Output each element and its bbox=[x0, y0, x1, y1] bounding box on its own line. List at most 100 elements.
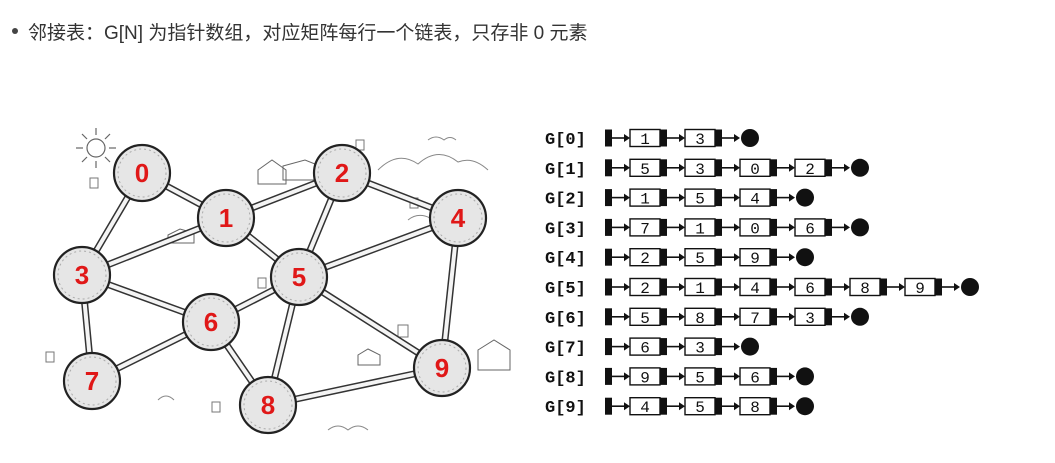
arrow-head-icon bbox=[679, 134, 685, 142]
list-node-value: 4 bbox=[640, 399, 650, 417]
arrow-head-icon bbox=[789, 283, 795, 291]
head-pointer-cell bbox=[605, 248, 612, 266]
list-node-value: 5 bbox=[695, 191, 705, 209]
arrow-head-icon bbox=[734, 402, 740, 411]
arrow-head-icon bbox=[734, 163, 740, 172]
next-pointer-cell bbox=[715, 278, 722, 296]
head-pointer-cell bbox=[605, 129, 612, 147]
next-pointer-cell bbox=[715, 308, 722, 326]
arrow-head-icon bbox=[734, 223, 740, 232]
graph-node: 6 bbox=[181, 292, 241, 352]
graph-node-texture bbox=[243, 380, 293, 430]
list-node-value: 9 bbox=[915, 280, 925, 298]
arrow-head-icon bbox=[734, 342, 740, 351]
graph-node-label: 1 bbox=[219, 203, 233, 233]
null-terminator-icon bbox=[851, 158, 869, 177]
arrow-head-icon bbox=[844, 223, 850, 232]
list-node-value: 1 bbox=[695, 280, 705, 298]
list-node-value: 6 bbox=[750, 369, 760, 387]
bullet-text: 邻接表：G[N] 为指针数组，对应矩阵每行一个链表，只存非 0 元素 bbox=[28, 22, 588, 44]
arrow-head-icon bbox=[789, 312, 795, 321]
next-pointer-cell bbox=[770, 218, 777, 236]
arrow-head-icon bbox=[679, 372, 685, 381]
graph-node-texture bbox=[67, 356, 117, 406]
row-label: G[8] bbox=[545, 369, 586, 388]
next-pointer-cell bbox=[715, 129, 722, 147]
arrow-head-icon bbox=[624, 134, 630, 142]
list-node-value: 3 bbox=[805, 310, 815, 328]
list-node-value: 4 bbox=[750, 191, 760, 209]
next-pointer-cell bbox=[715, 367, 722, 385]
arrow-head-icon bbox=[679, 312, 685, 321]
arrow-head-icon bbox=[679, 223, 685, 232]
list-node-value: 1 bbox=[640, 131, 650, 149]
arrow-head-icon bbox=[844, 283, 850, 291]
null-terminator-icon bbox=[741, 337, 759, 356]
arrow-head-icon bbox=[734, 193, 740, 202]
list-node-value: 2 bbox=[805, 161, 815, 179]
row-label: G[9] bbox=[545, 399, 586, 418]
arrow-head-icon bbox=[624, 342, 630, 351]
arrow-head-icon bbox=[734, 253, 740, 262]
arrow-head-icon bbox=[734, 134, 740, 142]
next-pointer-cell bbox=[715, 338, 722, 356]
list-node-value: 2 bbox=[640, 250, 650, 268]
row-label: G[6] bbox=[545, 310, 586, 329]
graph-node-circle bbox=[428, 188, 488, 248]
arrow-head-icon bbox=[789, 372, 795, 381]
arrow-head-icon bbox=[679, 163, 685, 172]
graph-node-texture bbox=[317, 148, 367, 198]
list-node-value: 4 bbox=[750, 280, 760, 298]
graph-node: 5 bbox=[269, 247, 329, 307]
graph-node-texture bbox=[417, 343, 467, 393]
next-pointer-cell bbox=[660, 397, 667, 415]
next-pointer-cell bbox=[770, 397, 777, 415]
next-pointer-cell bbox=[770, 308, 777, 326]
list-node-value: 3 bbox=[695, 161, 705, 179]
next-pointer-cell bbox=[660, 159, 667, 177]
next-pointer-cell bbox=[715, 189, 722, 207]
arrow-head-icon bbox=[844, 163, 850, 172]
arrow-head-icon bbox=[954, 283, 960, 291]
list-node-value: 1 bbox=[640, 191, 650, 209]
arrow-head-icon bbox=[679, 253, 685, 262]
null-terminator-icon bbox=[851, 218, 869, 237]
graph-node-label: 4 bbox=[451, 203, 466, 233]
arrow-head-icon bbox=[679, 193, 685, 202]
list-node-value: 3 bbox=[695, 340, 705, 358]
arrow-head-icon bbox=[624, 372, 630, 381]
graph-node-label: 0 bbox=[135, 158, 149, 188]
arrow-head-icon bbox=[624, 312, 630, 321]
list-node-value: 7 bbox=[640, 220, 650, 238]
null-terminator-icon bbox=[796, 248, 814, 267]
list-node-value: 7 bbox=[750, 310, 760, 328]
head-pointer-cell bbox=[605, 338, 612, 356]
list-node-value: 0 bbox=[750, 220, 760, 238]
graph-node-texture bbox=[201, 193, 251, 243]
graph-node-label: 9 bbox=[435, 353, 449, 383]
next-pointer-cell bbox=[825, 278, 832, 296]
list-node-value: 5 bbox=[640, 161, 650, 179]
next-pointer-cell bbox=[715, 218, 722, 236]
list-node-value: 5 bbox=[640, 310, 650, 328]
graph-node-circle bbox=[62, 351, 122, 411]
next-pointer-cell bbox=[715, 159, 722, 177]
arrow-head-icon bbox=[624, 402, 630, 411]
graph-node-label: 7 bbox=[85, 366, 99, 396]
arrow-head-icon bbox=[679, 342, 685, 351]
arrow-head-icon bbox=[734, 312, 740, 321]
arrow-head-icon bbox=[624, 163, 630, 172]
bullet-dot-icon bbox=[12, 28, 18, 34]
list-node-value: 2 bbox=[640, 280, 650, 298]
list-node-value: 8 bbox=[860, 280, 870, 298]
row-label: G[4] bbox=[545, 250, 586, 269]
arrow-head-icon bbox=[624, 193, 630, 202]
graph-node-texture bbox=[57, 250, 107, 300]
